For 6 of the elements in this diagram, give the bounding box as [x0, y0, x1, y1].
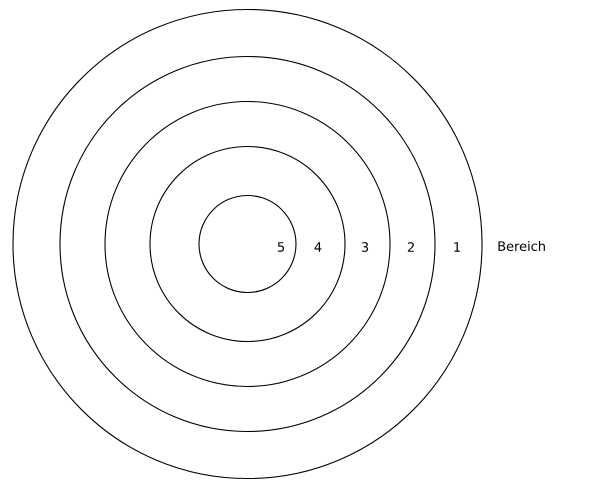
- ring-number: 5: [278, 242, 284, 252]
- ring-number: 2: [408, 242, 414, 252]
- ring-number: 4: [314, 242, 322, 252]
- area-label: Bereich: [498, 240, 545, 251]
- ring-number: 1: [454, 242, 460, 252]
- ring-number: 3: [362, 242, 368, 252]
